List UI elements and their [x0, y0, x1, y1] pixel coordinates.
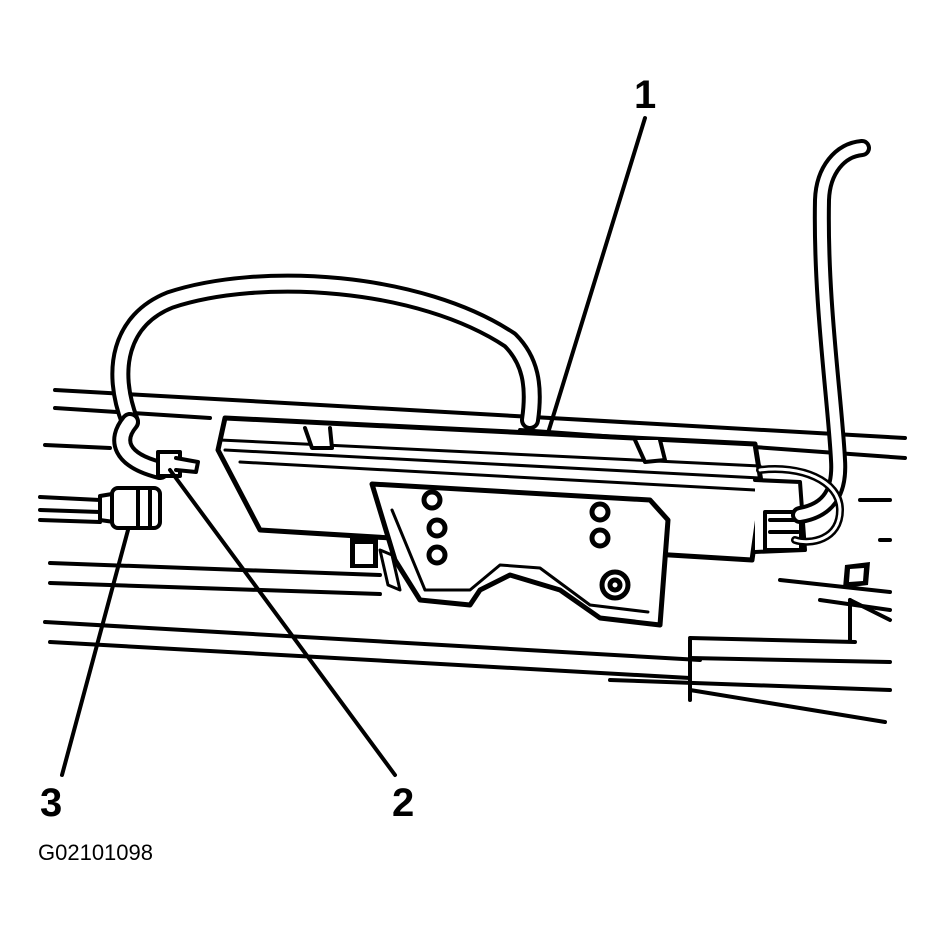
- panel-notch: [350, 538, 870, 588]
- leader-line-2: [168, 468, 397, 777]
- pump-connector: [38, 486, 162, 530]
- mounting-bracket: [369, 481, 671, 628]
- callout-1: 1: [634, 73, 657, 117]
- hose-nipple: [156, 450, 200, 478]
- leader-lines: [60, 116, 647, 777]
- figure-code: G02101098: [38, 840, 153, 865]
- leader-line-3: [60, 528, 130, 777]
- panel-lines: [38, 388, 907, 724]
- leader-line-1: [546, 116, 647, 435]
- wiring-harness: [756, 139, 871, 546]
- callout-3: 3: [40, 781, 63, 825]
- washer-hose: [110, 273, 542, 480]
- callout-2: 2: [392, 781, 415, 825]
